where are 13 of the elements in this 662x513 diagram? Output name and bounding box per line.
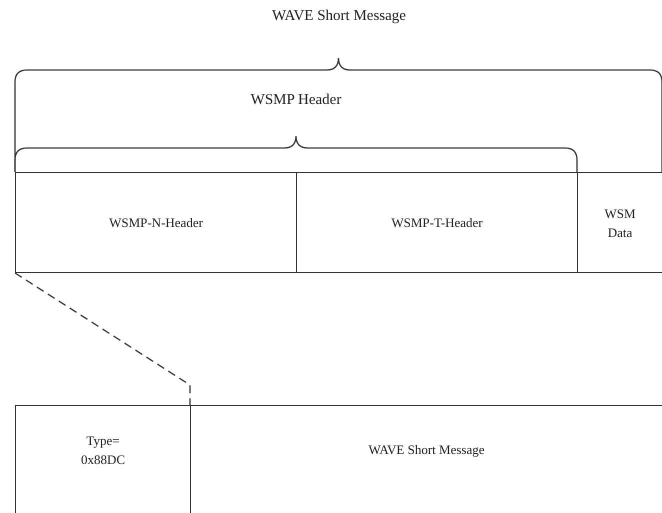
field-label: WSMP-N-Header	[109, 214, 203, 232]
packet-field	[15, 172, 296, 273]
packet-field	[577, 172, 662, 273]
brace-label: WAVE Short Message	[272, 8, 406, 25]
packet-field	[190, 405, 662, 513]
field-label: WAVE Short Message	[368, 441, 485, 459]
dashed-line	[14, 272, 191, 405]
packet-field	[15, 405, 190, 513]
field-label: Type= 0x88DC	[80, 432, 126, 468]
field-label: WSM Data	[603, 204, 637, 242]
packet-field	[296, 172, 577, 273]
brace-label: WSMP Header	[250, 92, 342, 109]
field-label: WSMP-T-Header	[391, 214, 483, 232]
